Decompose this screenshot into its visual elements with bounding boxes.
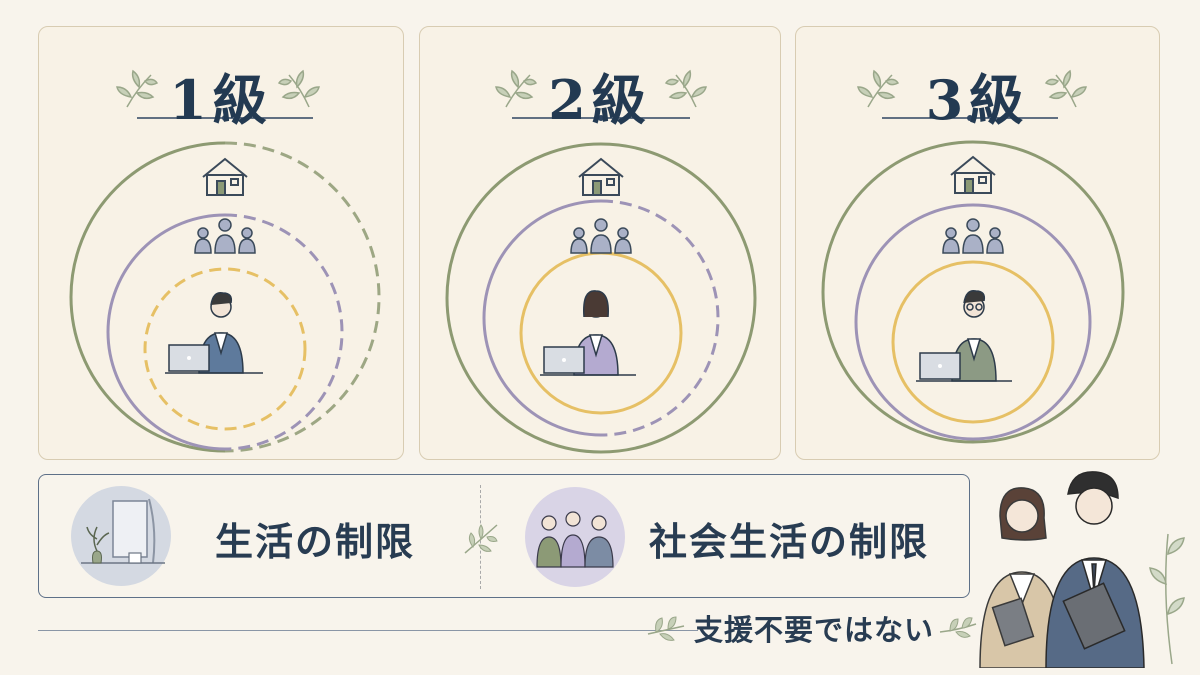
outer-ring-dashed: [224, 141, 381, 453]
sprig-icon: [647, 616, 685, 641]
business-couple-illustration: [979, 471, 1185, 668]
group-icon: [570, 218, 632, 254]
underline-dot: [598, 115, 604, 121]
rings-diagram: [445, 142, 757, 454]
sprig-icon: [495, 69, 538, 108]
title-decoration: [857, 69, 1087, 121]
woman-figure: [979, 487, 1065, 668]
rings-diagram: [69, 141, 381, 453]
middle-ring-dashed: [224, 213, 344, 451]
person-at-laptop: [165, 292, 263, 374]
life-restriction-label: 生活の制限: [215, 519, 416, 564]
sprig-icon: [857, 69, 900, 108]
grade-title: 3級: [925, 68, 1030, 132]
house-icon: [202, 157, 248, 196]
grade-title: 1級: [169, 68, 273, 132]
underline-dot: [222, 115, 228, 121]
support-message: 支援不要ではない: [694, 613, 935, 647]
middle-ring: [854, 203, 1092, 441]
people-talking-illustration: [525, 487, 625, 587]
social-restriction-label: 社会生活の制限: [649, 519, 930, 564]
leaf-decoration: [1149, 533, 1185, 665]
outer-ring: [69, 141, 226, 453]
person-at-laptop: [916, 290, 1012, 382]
window-room-illustration: [71, 486, 171, 586]
man-figure: [584, 515, 614, 568]
grade-panel-1: 1級: [38, 26, 404, 460]
grade-title: 2級: [548, 68, 652, 132]
rings-diagram: [821, 140, 1125, 444]
house-icon: [578, 157, 624, 196]
outer-ring: [821, 140, 1125, 444]
plant-icon: [86, 526, 110, 564]
inner-ring: [519, 251, 683, 415]
sprig-icon: [116, 69, 159, 108]
middle-ring: [106, 213, 226, 451]
sprig-icon: [277, 69, 320, 108]
cup-icon: [128, 552, 142, 564]
house-icon: [950, 155, 996, 194]
restrictions-box: 生活の制限 社会生活の制限: [38, 474, 970, 598]
group-icon: [194, 218, 256, 254]
grade-panel-2: 2級: [419, 26, 781, 460]
inner-ring: [891, 260, 1055, 424]
sprig-icon: [939, 617, 977, 638]
title-decoration: [495, 69, 707, 121]
inner-ring: [143, 267, 307, 431]
title-decoration: [116, 69, 320, 121]
man-figure: [1045, 471, 1145, 668]
underline-dot: [967, 115, 973, 121]
person-at-laptop: [540, 290, 636, 376]
woman-figure: [560, 511, 586, 568]
outer-ring: [445, 142, 757, 454]
grade-panel-3: 3級: [795, 26, 1160, 460]
sprig-icon: [664, 69, 707, 108]
woman-figure: [536, 515, 562, 568]
middle-ring-dashed: [600, 199, 720, 437]
sprig-icon: [464, 524, 498, 554]
sprig-icon: [1044, 69, 1087, 108]
group-icon: [942, 218, 1004, 254]
footer-line: [38, 630, 698, 631]
middle-ring: [482, 199, 602, 437]
